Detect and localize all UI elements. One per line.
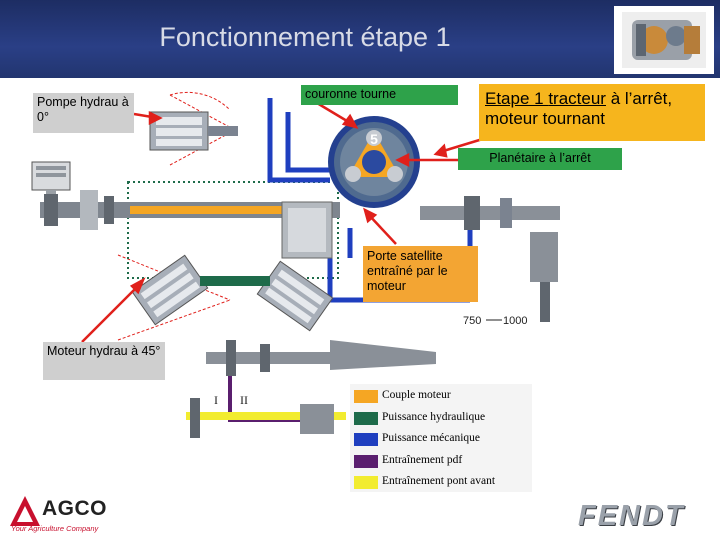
output-shaft [420,206,560,220]
fendt-logo: FENDT [578,500,685,532]
engine-torque-path [130,206,330,214]
legend-swatch [354,390,378,403]
pump-label: Pompe hydrau à 0° [33,93,134,133]
step-title-underlined: tracteur [548,89,606,108]
agco-triangle-icon [10,496,40,526]
gear-number-label: 5 [370,131,378,147]
step-title-box: Etape 1 tracteur à l’arrêt, moteur tourn… [479,84,705,141]
slide-title: Fonctionnement étape 1 [159,22,451,52]
pto-speed-1000: 1000 [503,315,527,327]
hydraulic-motor-label: Moteur hydrau à 45° [43,342,165,380]
ring-gear-label: couronne tourne [301,85,458,105]
agco-tagline: Your Agriculture Company [11,524,99,533]
legend-swatch [354,454,378,468]
planetary-gearset: 5 [328,116,420,208]
legend-label: Entraînement pont avant [382,475,496,487]
sun-gear-label: Planétaire à l’arrêt [458,148,622,170]
legend-label: Puissance hydraulique [382,410,486,423]
legend-swatch [354,433,378,446]
pto-speed-750: 750 [463,315,481,327]
pto-gear-label-1: I [214,393,218,407]
planet-carrier-label: Porte satellite entraîné par le moteur [363,246,478,302]
title-bar: Fonctionnement étape 1 [0,0,720,78]
legend-label: Entraînement pdf [382,453,463,466]
legend-label: Puissance mécanique [382,432,481,444]
step-title-bold: Etape 1 [485,89,549,108]
legend-swatch [354,476,378,489]
agco-logo: AGCO Your Agriculture Company [8,494,118,534]
front-axle-drive-path [186,412,346,420]
hydraulic-motor-right [256,260,334,332]
hydraulic-motor-left [131,254,209,326]
legend-label: Couple moteur [382,389,451,401]
pointer-arrows [81,98,487,343]
pto-gear-label-2: II [240,393,248,407]
hydraulic-pump [149,111,238,151]
step-title-rest: à l’arrêt, moteur tournant [485,89,673,129]
agco-wordmark: AGCO [42,497,107,520]
transmission-thumbnail [614,6,714,74]
legend-swatch [354,411,378,425]
